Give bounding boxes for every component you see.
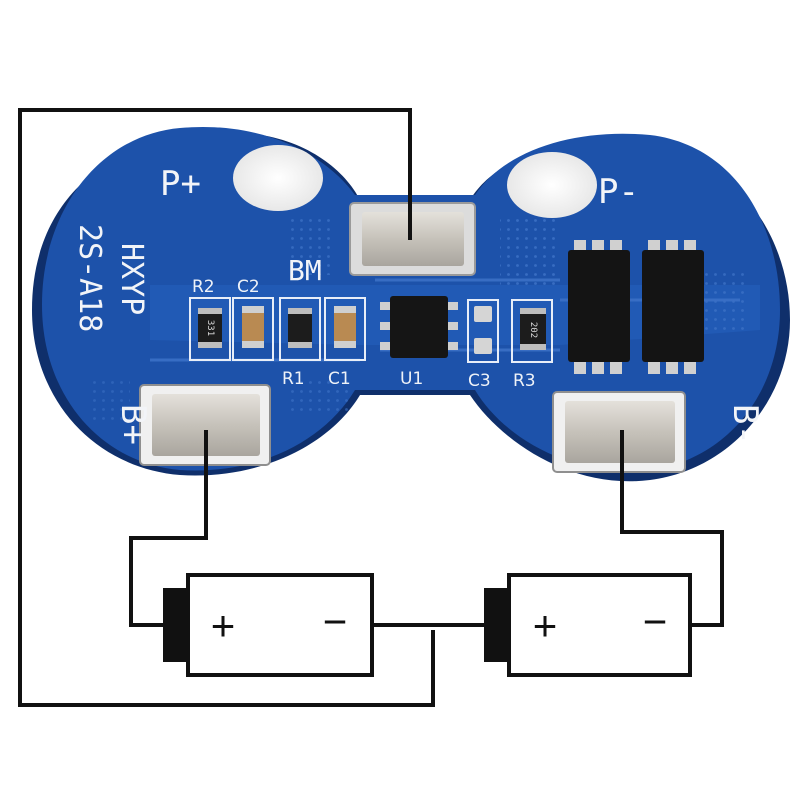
r2-code: 331: [205, 320, 215, 336]
cell-right-terminal: [484, 588, 509, 662]
c1-outline: [324, 297, 366, 361]
c1-capacitor: [334, 306, 356, 348]
r3-resistor: [520, 308, 546, 350]
cell-left-terminal: [163, 588, 188, 662]
r2-outline: [189, 297, 231, 361]
via-field: [500, 215, 560, 285]
smd-parts: [198, 306, 546, 354]
u1-label: U1: [400, 369, 423, 389]
c3-label: C3: [468, 371, 491, 391]
brand-label: HXYP: [114, 243, 149, 315]
wire-b-minus: [620, 430, 724, 627]
model-label: 2S-A18: [72, 224, 107, 332]
r2-resistor: [198, 308, 222, 348]
b-plus-label: B+: [113, 404, 153, 445]
mosfet-left: [568, 240, 630, 374]
r3-label: R3: [513, 371, 536, 391]
c2-capacitor: [242, 306, 264, 348]
cell-right-minus: −: [643, 598, 668, 645]
cell-left-plus: +: [211, 602, 236, 649]
cell-left-body: [186, 573, 374, 677]
via-field: [90, 380, 130, 420]
wire-b-plus: [129, 430, 208, 627]
c2-outline: [232, 297, 274, 361]
wires: [18, 108, 724, 707]
via-field: [290, 215, 335, 275]
c3-capacitor-pad: [474, 306, 492, 322]
mosfet-right: [642, 240, 704, 374]
component-outlines: [189, 297, 553, 363]
c3-outline: [467, 299, 499, 363]
wire-bm-midpoint: [18, 108, 435, 707]
r1-outline: [279, 297, 321, 361]
bm-pad-metal: [362, 212, 464, 266]
battery-cell-right: [484, 573, 692, 677]
cell-right-plus: +: [533, 602, 558, 649]
cell-left-minus: −: [323, 598, 348, 645]
r2-label: R2: [192, 277, 215, 297]
bm-label: BM: [288, 254, 322, 287]
p-plus-label: P+: [160, 164, 201, 204]
cell-right-body: [507, 573, 692, 677]
battery-cell-left: [163, 573, 374, 677]
r3-outline: [511, 299, 553, 363]
c2-label: C2: [237, 277, 260, 297]
b-plus-pad-metal: [152, 394, 260, 456]
mounting-hole-left: [233, 145, 323, 211]
r1-label: R1: [282, 369, 305, 389]
b-minus-label: B-: [725, 404, 765, 445]
c1-label: C1: [328, 369, 351, 389]
mounting-hole-right: [507, 152, 597, 218]
u1-ic: [380, 296, 458, 358]
r3-code: 202: [528, 322, 538, 338]
p-minus-label: P-: [598, 172, 639, 212]
r1-resistor: [288, 308, 312, 348]
via-field: [290, 375, 350, 415]
